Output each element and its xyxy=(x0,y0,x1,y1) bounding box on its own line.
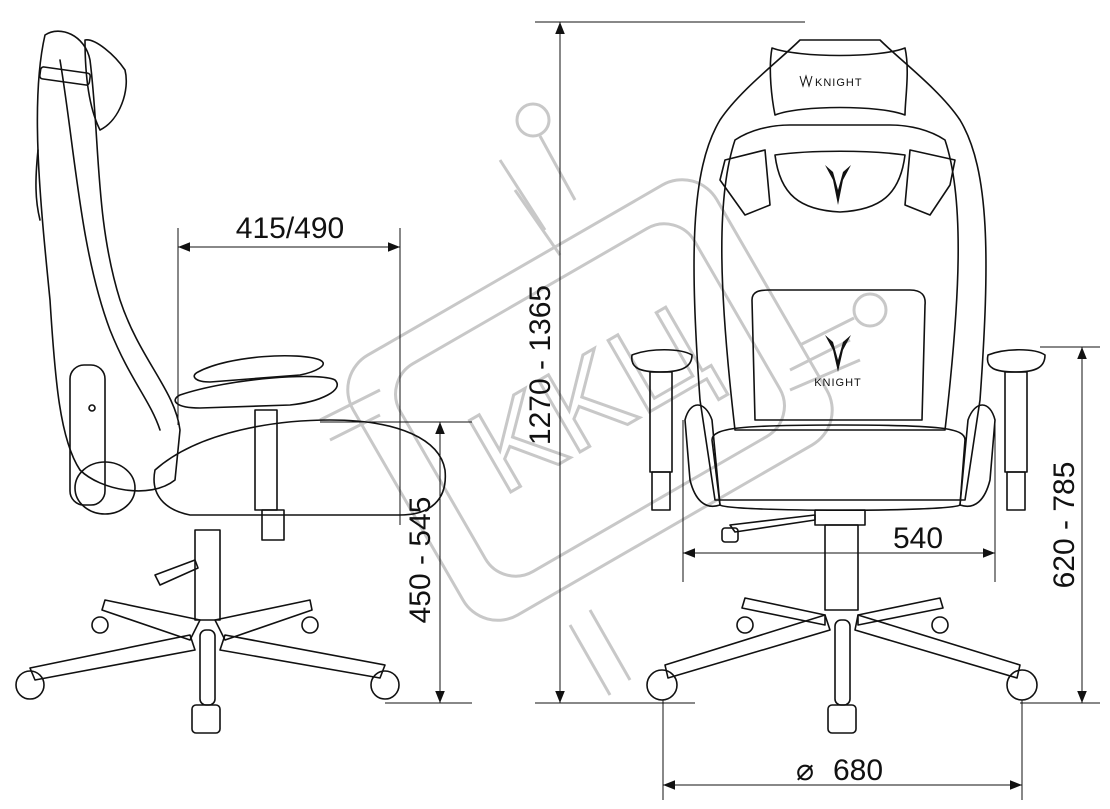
diameter-symbol: ⌀ xyxy=(796,754,814,787)
left-belt-slot xyxy=(719,149,771,216)
base-diameter-label: 680 xyxy=(833,754,883,787)
seat-width-label: 540 xyxy=(893,522,943,555)
dimension-base-diameter: ⌀ 680 xyxy=(662,700,1023,800)
dimension-seat-width: 540 xyxy=(682,420,996,582)
lumbar-cushion xyxy=(751,289,926,421)
dimension-seat-height: 450 - 545 xyxy=(320,421,472,704)
front-gas-cylinder xyxy=(824,524,859,611)
front-backrest xyxy=(693,39,987,501)
chair-side-view xyxy=(15,30,447,734)
total-height-label: 1270 - 1365 xyxy=(524,285,557,445)
knight-emblem-icon xyxy=(825,165,851,205)
side-backrest-hinge xyxy=(69,364,106,506)
right-belt-slot xyxy=(904,149,956,216)
seat-height-label: 450 - 545 xyxy=(404,497,437,624)
left-armrest-pad xyxy=(631,348,693,373)
dimension-armrest-height: 620 - 785 xyxy=(1020,346,1100,704)
front-seat xyxy=(711,424,966,512)
chair-front-view: KNIGHT KNIGHT xyxy=(631,39,1046,734)
lumbar-logo: KNIGHT xyxy=(814,377,862,389)
knight-emblem-icon xyxy=(825,335,851,372)
side-seat xyxy=(153,419,447,516)
seat-depth-label: 415/490 xyxy=(236,212,344,245)
side-armrest-pad xyxy=(193,354,325,383)
dimension-seat-depth: 415/490 xyxy=(177,212,401,525)
right-armrest-pad xyxy=(986,348,1046,373)
headrest-pillow xyxy=(84,39,127,131)
armrest-height-label: 620 - 785 xyxy=(1048,462,1081,589)
headrest-cushion xyxy=(769,47,909,116)
svg-text:KNIGHT: KNIGHT xyxy=(815,77,863,89)
headrest-logo: KNIGHT xyxy=(799,74,863,89)
side-gas-cylinder xyxy=(194,529,221,621)
dimension-total-height: 1270 - 1365 xyxy=(524,21,805,704)
